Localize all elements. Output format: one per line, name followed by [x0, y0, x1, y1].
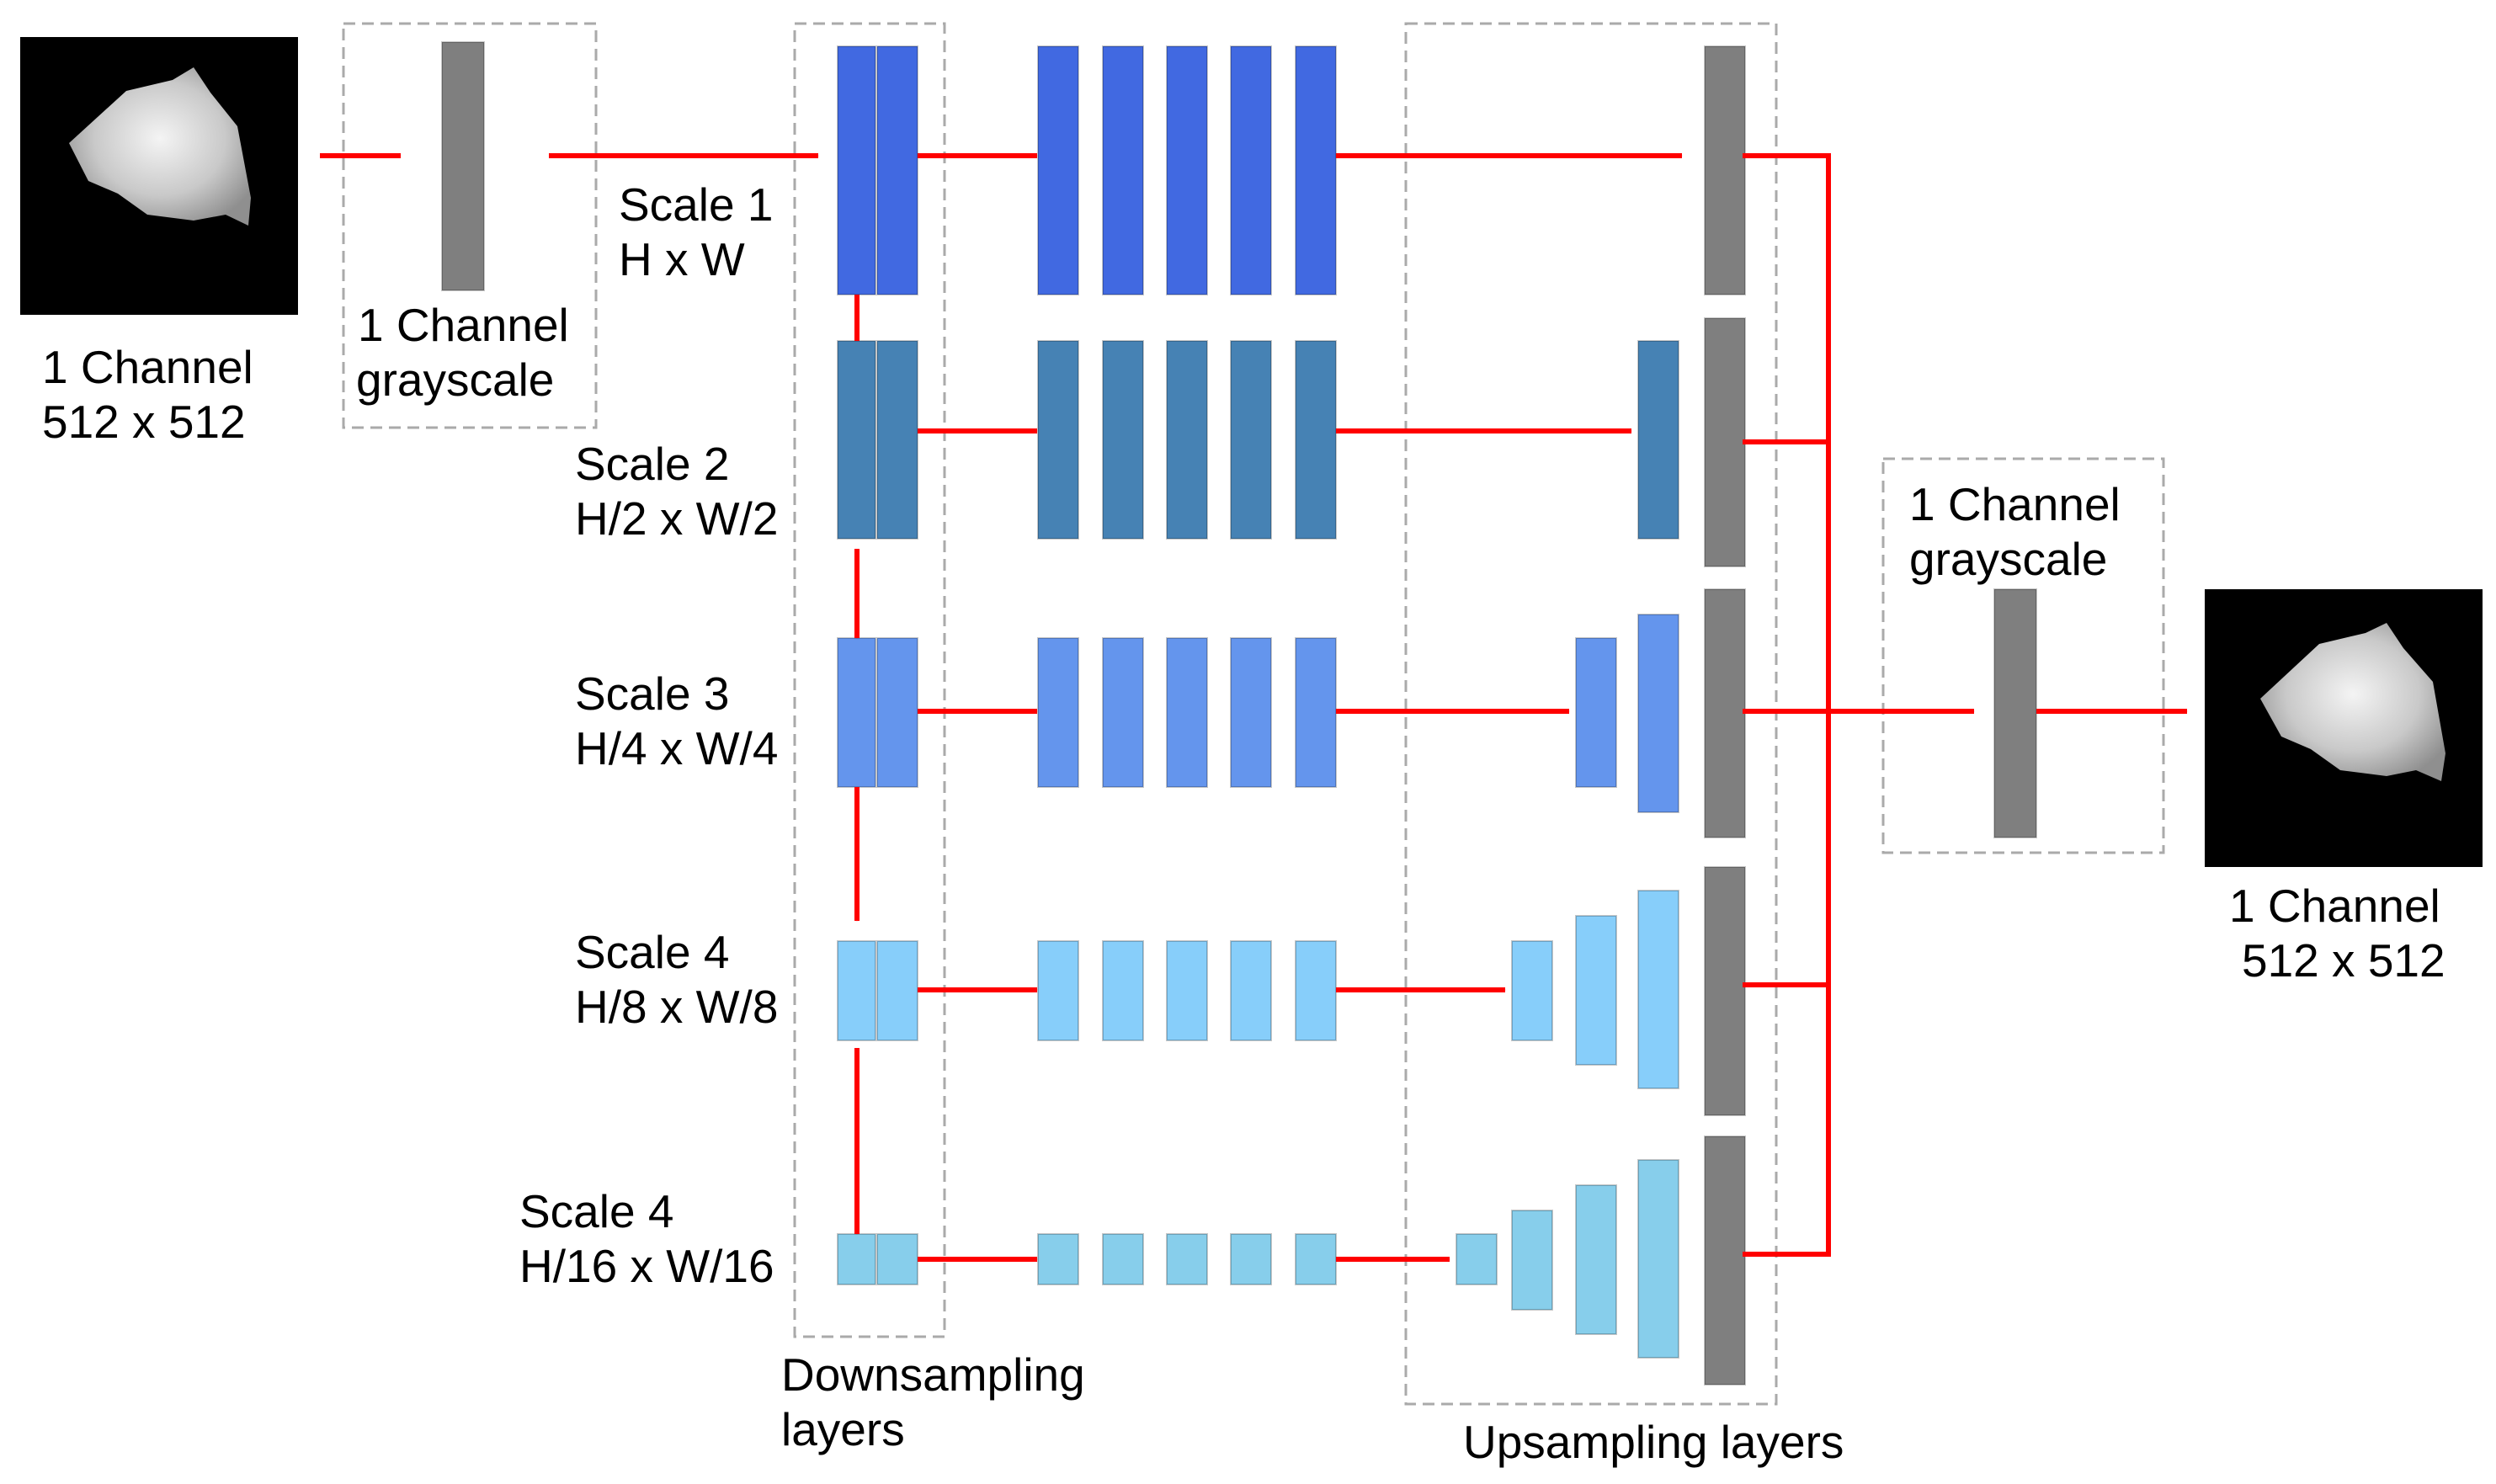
scale-5-size: H/16 x W/16 — [519, 1240, 774, 1292]
scale-1-conv-block-2 — [1102, 45, 1144, 295]
scale-5-conv-block-1 — [1037, 1233, 1079, 1285]
scale-3-up-block-2 — [1637, 614, 1679, 813]
input-image — [20, 37, 298, 315]
scale-5-down-block-b — [876, 1233, 918, 1285]
scale-1-conv-block-1 — [1037, 45, 1079, 295]
scale-4-name: Scale 4 — [575, 926, 729, 978]
labels: 1 Channel 512 x 512 1 Channel grayscale … — [42, 178, 2445, 1468]
output-shell-shape — [2260, 623, 2445, 781]
input-grayscale-label-line1: 1 Channel — [358, 299, 569, 351]
scale-2-merge-block — [1704, 317, 1746, 567]
scale-4-conv-block-5 — [1295, 940, 1337, 1041]
scale-3-merge-block — [1704, 588, 1746, 838]
scale-4-conv-block-3 — [1166, 940, 1208, 1041]
scale-3-down-block-a — [837, 637, 876, 788]
scale-4-size: H/8 x W/8 — [575, 981, 778, 1033]
scale-4-conv-block-1 — [1037, 940, 1079, 1041]
scale-5-up-block-4 — [1637, 1159, 1679, 1359]
scale-4-down-block-b — [876, 940, 918, 1041]
input-label-line2: 512 x 512 — [42, 396, 246, 448]
input-grayscale-box — [342, 22, 598, 429]
downsampling-box — [793, 22, 946, 1338]
scale-2-name: Scale 2 — [575, 438, 729, 490]
scale-4-merge-block — [1704, 866, 1746, 1116]
upsampling-label: Upsampling layers — [1463, 1416, 1844, 1468]
scale-1-size: H x W — [619, 233, 745, 285]
output-label-line2: 512 x 512 — [2242, 934, 2445, 987]
scale-2-down-block-a — [837, 340, 876, 540]
layer-blocks — [441, 41, 2037, 1386]
scale-3-conv-block-2 — [1102, 637, 1144, 788]
scale-2-down-block-b — [876, 340, 918, 540]
scale-3-down-block-b — [876, 637, 918, 788]
scale-2-conv-block-5 — [1295, 340, 1337, 540]
scale-1-conv-block-3 — [1166, 45, 1208, 295]
input-grayscale-block — [441, 41, 485, 291]
scale-4-up-block-1 — [1511, 940, 1553, 1041]
scale-1-name: Scale 1 — [619, 178, 773, 231]
scale-1-conv-block-5 — [1295, 45, 1337, 295]
scale-3-conv-block-1 — [1037, 637, 1079, 788]
downsampling-label-line2: layers — [781, 1403, 905, 1455]
scale-2-conv-block-3 — [1166, 340, 1208, 540]
scale-1-down-block-a — [837, 45, 876, 295]
output-grayscale-label-line1: 1 Channel — [1909, 478, 2121, 530]
scale-2-conv-block-1 — [1037, 340, 1079, 540]
scale-5-merge-block — [1704, 1136, 1746, 1386]
output-image — [2205, 589, 2483, 867]
scale-3-conv-block-5 — [1295, 637, 1337, 788]
input-grayscale-label-line2: grayscale — [356, 354, 554, 406]
scale-2-conv-block-2 — [1102, 340, 1144, 540]
scale-2-size: H/2 x W/2 — [575, 492, 778, 545]
scale-4-down-block-a — [837, 940, 876, 1041]
scale-4-up-block-2 — [1575, 915, 1617, 1066]
scale-5-conv-block-3 — [1166, 1233, 1208, 1285]
scale-5-name: Scale 4 — [519, 1185, 673, 1237]
scale-5-up-block-2 — [1511, 1210, 1553, 1311]
scale-5-conv-block-2 — [1102, 1233, 1144, 1285]
output-grayscale-label-line2: grayscale — [1909, 533, 2107, 585]
scale-1-conv-block-4 — [1230, 45, 1272, 295]
scale-4-up-block-3 — [1637, 890, 1679, 1089]
input-shell-shape — [69, 67, 251, 226]
scale-3-up-block-1 — [1575, 637, 1617, 788]
downsampling-label-line1: Downsampling — [781, 1348, 1085, 1401]
scale-2-conv-block-4 — [1230, 340, 1272, 540]
scale-5-up-block-1 — [1456, 1233, 1498, 1285]
input-label-line1: 1 Channel — [42, 341, 253, 393]
scale-2-up-block-1 — [1637, 340, 1679, 540]
output-label-line1: 1 Channel — [2229, 880, 2440, 932]
scale-3-size: H/4 x W/4 — [575, 722, 778, 774]
scale-3-conv-block-3 — [1166, 637, 1208, 788]
output-grayscale-block — [1993, 588, 2037, 838]
scale-5-conv-block-5 — [1295, 1233, 1337, 1285]
output-grayscale-box — [1881, 457, 2165, 854]
scale-4-conv-block-4 — [1230, 940, 1272, 1041]
scale-5-up-block-3 — [1575, 1184, 1617, 1335]
arrows — [320, 153, 2188, 1262]
scale-4-conv-block-2 — [1102, 940, 1144, 1041]
scale-1-down-block-b — [876, 45, 918, 295]
scale-5-down-block-a — [837, 1233, 876, 1285]
scale-3-conv-block-4 — [1230, 637, 1272, 788]
scale-3-name: Scale 3 — [575, 668, 729, 720]
scale-5-conv-block-4 — [1230, 1233, 1272, 1285]
scale-1-merge-block — [1704, 45, 1746, 295]
